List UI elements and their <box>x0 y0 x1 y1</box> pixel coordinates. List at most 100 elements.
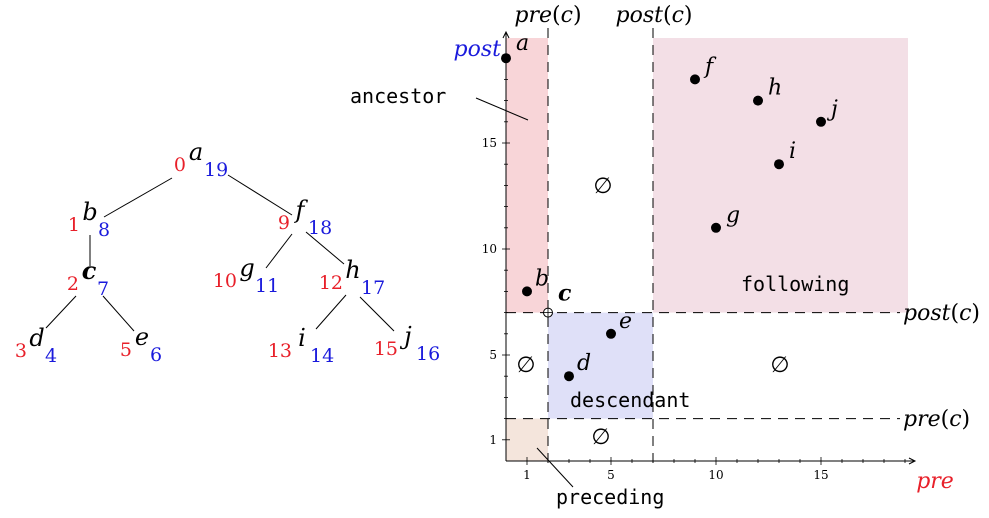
point-marker <box>753 95 763 106</box>
tree-edge-a-b <box>103 177 173 218</box>
point-label: c <box>558 281 572 307</box>
tree-node-post-number: 19 <box>204 159 228 181</box>
y-axis-label: post <box>454 37 502 62</box>
tree-edge-c-e <box>102 295 135 332</box>
point-marker <box>501 53 511 64</box>
point-marker <box>711 222 721 233</box>
x-axis-label: pre <box>916 469 954 494</box>
point-i: i <box>774 139 796 170</box>
point-marker <box>522 286 532 297</box>
tree-node-label: h <box>345 256 360 284</box>
tree-edge-h-i <box>315 294 347 330</box>
tree-edge-a-f <box>227 174 293 216</box>
point-marker <box>816 116 826 127</box>
ancestor-region <box>506 38 548 313</box>
point-label: d <box>577 351 591 376</box>
tree-node-g: g10 11 <box>213 254 279 297</box>
point-label: e <box>619 309 632 334</box>
point-d: d <box>564 351 591 382</box>
empty-set-symbol: ∅ <box>593 174 612 199</box>
y-tick-label: 5 <box>489 348 497 362</box>
point-a: a <box>501 31 529 64</box>
tree-node-post-number: 6 <box>150 344 162 366</box>
tree-node-pre-number: 0 <box>174 154 186 176</box>
tree-node-label: b <box>82 198 97 226</box>
point-c: c <box>543 281 572 318</box>
x-tick-label: 5 <box>607 468 615 482</box>
point-label: h <box>768 76 782 101</box>
tree-edge-h-j <box>359 296 395 332</box>
tree-node-post-number: 11 <box>255 275 279 297</box>
point-label: g <box>726 203 740 228</box>
descendant-region <box>548 312 653 419</box>
empty-set-symbol: ∅ <box>591 425 610 450</box>
x-tick-label: 15 <box>813 468 828 482</box>
y-tick-label: 15 <box>482 136 497 150</box>
pre-c-right-label: pre(c) <box>903 407 970 432</box>
tree-node-pre-number: 3 <box>15 340 27 362</box>
point-marker <box>606 328 616 339</box>
tree-node-pre-number: 10 <box>213 270 237 292</box>
tree-node-post-number: 18 <box>308 217 332 239</box>
tree-edge-c-d <box>45 295 77 329</box>
tree-node-post-number: 8 <box>98 219 110 241</box>
y-tick-label: 1 <box>489 433 497 447</box>
y-axis-arrow <box>502 30 510 39</box>
tree-node-post-number: 14 <box>310 345 334 367</box>
tree-node-f: f9 18 <box>278 196 332 239</box>
tree-edge-f-h <box>305 231 345 265</box>
tree-node-pre-number: 13 <box>268 340 292 362</box>
ancestor-leader-line <box>475 97 529 121</box>
point-h: h <box>753 76 782 106</box>
post-c-right-label: post(c) <box>903 301 980 326</box>
preceding-label: preceding <box>556 485 664 509</box>
ancestor-label: ancestor <box>350 84 446 108</box>
tree-node-post-number: 17 <box>361 277 385 299</box>
tree-edge-f-g <box>265 233 293 269</box>
point-label: a <box>516 31 529 56</box>
tree-node-label: d <box>29 324 44 352</box>
tree-node-a: a0 19 <box>174 138 228 181</box>
tree-node-i: i 13 14 <box>268 324 334 367</box>
point-label: b <box>535 266 549 291</box>
point-marker <box>564 371 574 382</box>
tree-node-label: c <box>82 256 97 285</box>
point-marker <box>774 159 784 170</box>
tree-node-pre-number: 15 <box>374 338 398 360</box>
x-axis-arrow <box>908 457 917 465</box>
tree-node-post-number: 16 <box>416 343 440 365</box>
tree-node-post-number: 7 <box>97 278 109 300</box>
x-tick-label: 10 <box>708 468 723 482</box>
post-c-top-label: post(c) <box>616 3 693 28</box>
tree-node-h: h12 17 <box>319 256 385 299</box>
tree-node-pre-number: 9 <box>278 212 290 234</box>
point-marker <box>690 74 700 85</box>
tree-node-pre-number: 5 <box>120 339 132 361</box>
following-label: following <box>741 272 849 296</box>
tree-node-pre-number: 1 <box>68 214 80 236</box>
pre-c-top-label: pre(c) <box>514 3 581 28</box>
tree-node-label: f <box>294 196 309 224</box>
point-b: b <box>522 266 549 297</box>
y-tick-label: 10 <box>482 242 497 256</box>
tree-node-label: a <box>189 138 203 166</box>
descendant-label: descendant <box>570 388 690 412</box>
point-e: e <box>606 309 632 339</box>
tree-node-label: g <box>239 254 254 282</box>
empty-set-symbol: ∅ <box>770 353 789 378</box>
empty-set-symbol: ∅ <box>516 353 535 378</box>
preceding-leader-line <box>536 447 574 488</box>
tree-node-pre-number: 12 <box>319 272 343 294</box>
point-g: g <box>711 203 740 233</box>
tree-node-label: i <box>298 324 306 352</box>
preceding-region <box>506 418 548 461</box>
x-tick-label: 1 <box>523 468 531 482</box>
